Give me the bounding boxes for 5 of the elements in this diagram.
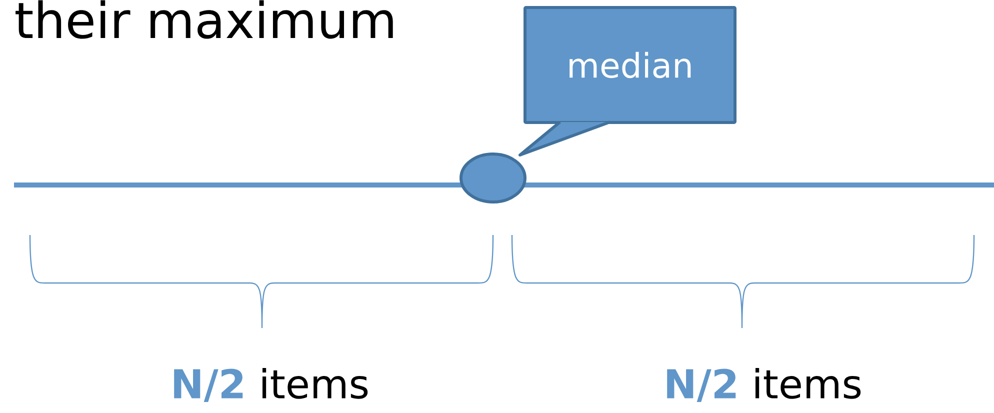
median-dot: [460, 152, 526, 204]
count-label: N/2 items: [667, 368, 861, 402]
heading-text: their maximum: [16, 0, 393, 39]
count-label: N/2 items: [174, 368, 368, 402]
callout-box: median: [518, 6, 736, 156]
